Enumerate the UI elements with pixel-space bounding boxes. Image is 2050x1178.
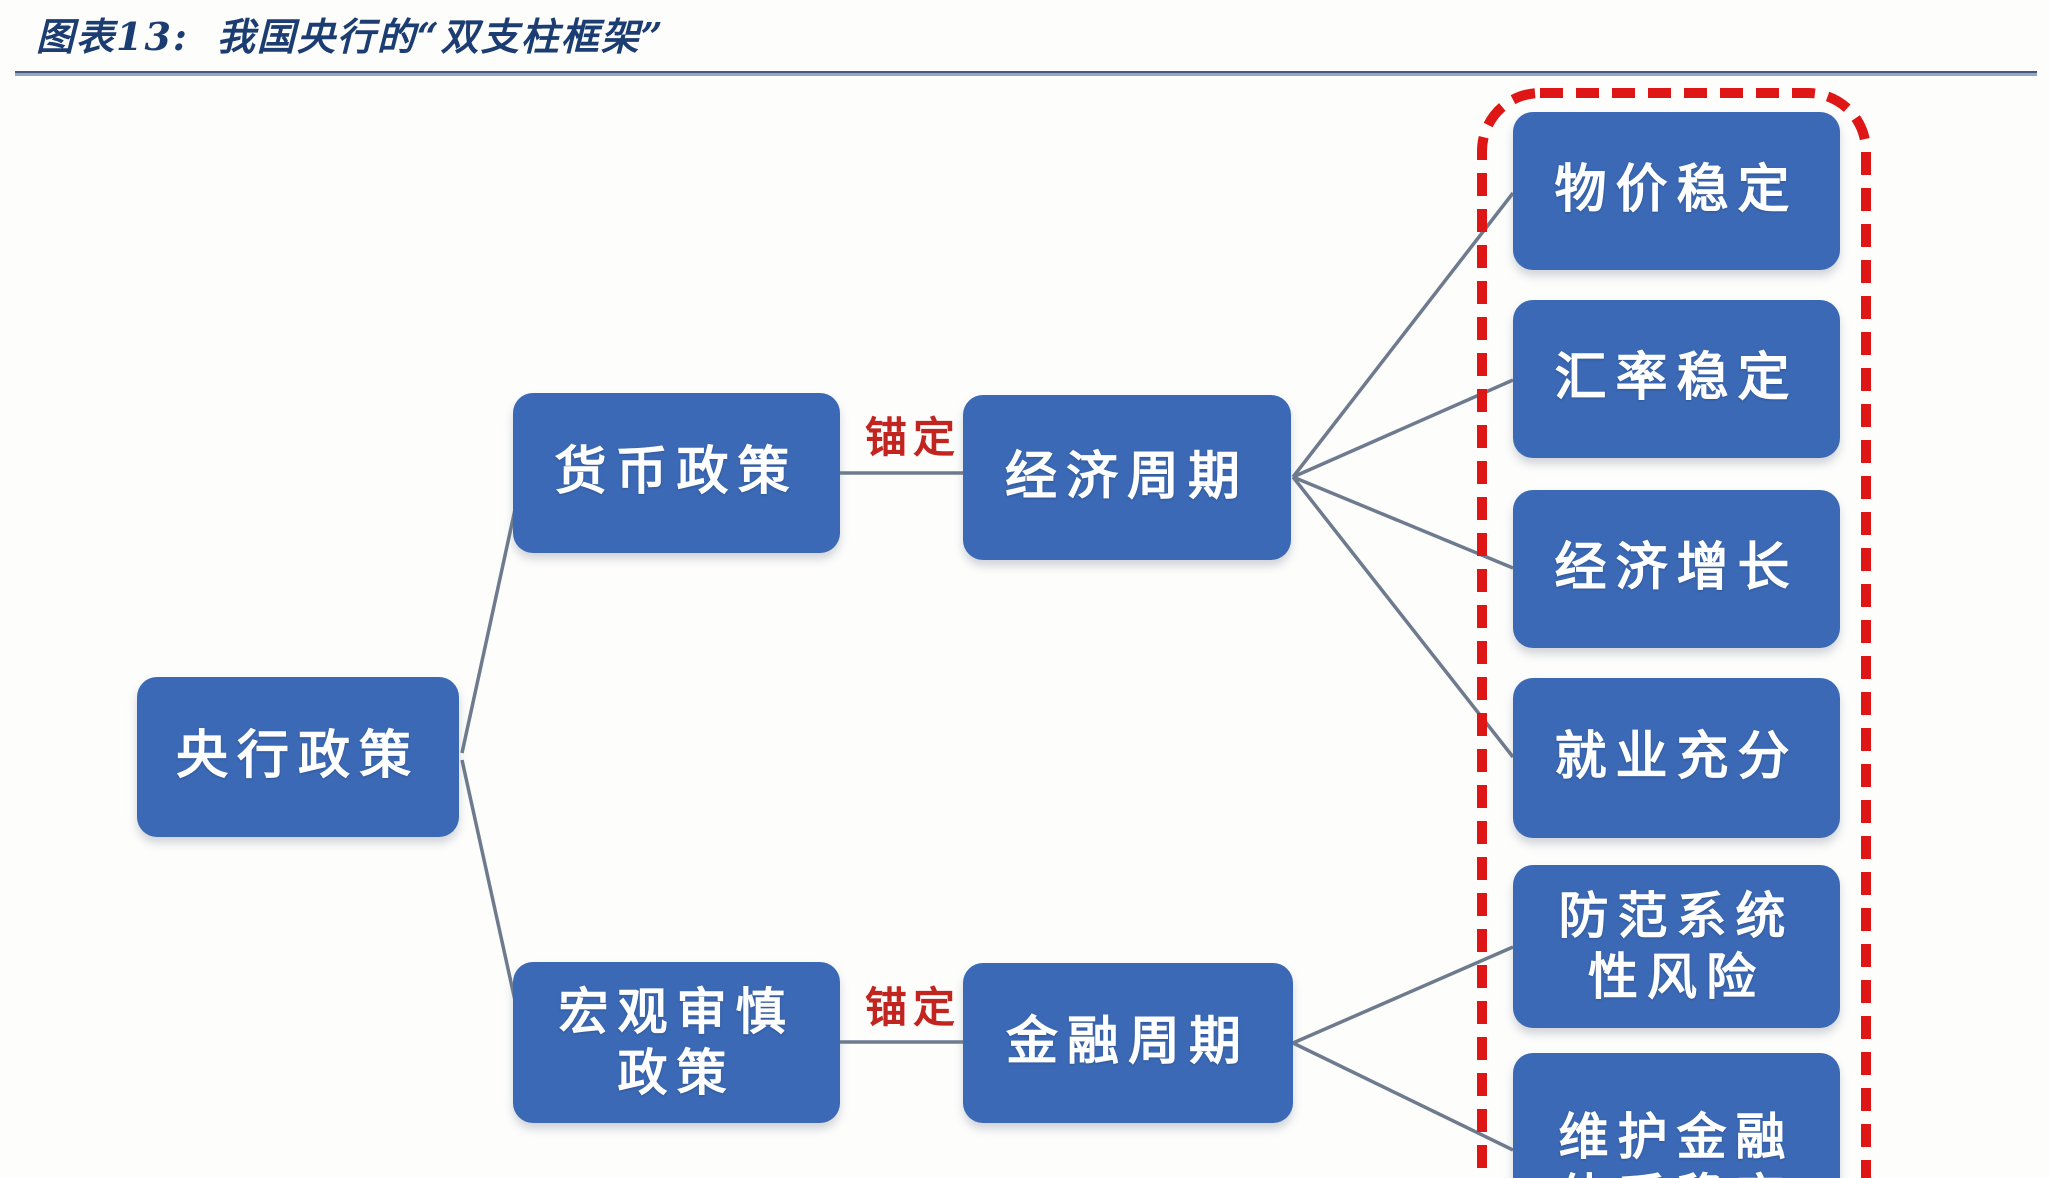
edge-fincycle-to-risk <box>1292 945 1514 1045</box>
node-price-stability: 物价稳定 <box>1513 112 1840 270</box>
node-economic-cycle: 经济周期 <box>963 395 1291 560</box>
dual-pillar-goals-frame <box>1477 88 1871 1178</box>
node-economic-growth: 经济增长 <box>1513 490 1840 648</box>
edge-econcycle-to-price <box>1291 191 1515 479</box>
figure-title: 图表13: 我国央行的“双支柱框架” <box>36 6 665 61</box>
edge-fincycle-to-stability <box>1292 1041 1514 1152</box>
node-monetary-policy: 货币政策 <box>513 393 840 553</box>
anchor-label-bottom: 锚定 <box>864 983 961 1032</box>
edge-econcycle-to-employment <box>1291 475 1515 759</box>
node-maintain-financial-stability: 维护金融 体系稳定 <box>1513 1053 1840 1178</box>
edge-econcycle-to-growth <box>1292 475 1514 570</box>
node-financial-cycle: 金融周期 <box>963 963 1293 1123</box>
edge-central-to-monetary <box>460 504 518 754</box>
node-full-employment: 就业充分 <box>1513 678 1840 838</box>
edge-econcycle-to-fx <box>1292 378 1514 479</box>
node-prevent-systemic-risk: 防范系统 性风险 <box>1513 865 1840 1028</box>
figure-number: 图表13: <box>36 14 189 59</box>
edge-central-to-macropru <box>460 759 518 1006</box>
node-central-bank-policy: 央行政策 <box>137 677 459 837</box>
node-macroprudential-policy: 宏观审慎 政策 <box>513 962 840 1123</box>
title-separator-line <box>15 71 2037 76</box>
node-exchange-rate-stability: 汇率稳定 <box>1513 300 1840 458</box>
figure-caption: 我国央行的“双支柱框架” <box>216 14 665 59</box>
anchor-label-top: 锚定 <box>864 413 961 462</box>
